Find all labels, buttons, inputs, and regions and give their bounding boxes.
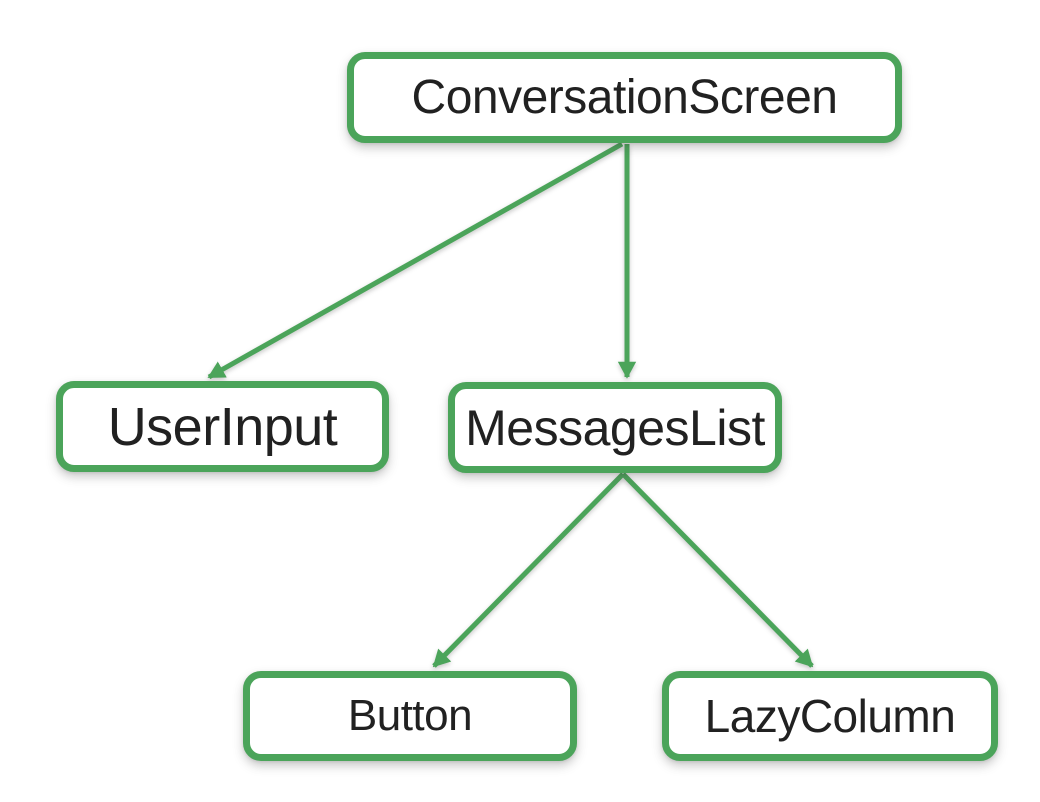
edge-messageslist-lazycolumn [621, 472, 814, 668]
node-lazy-column: LazyColumn [662, 671, 998, 761]
edge-conversationscreen-userinput [207, 141, 624, 380]
node-label: LazyColumn [704, 690, 956, 742]
node-label: ConversationScreen [411, 71, 838, 124]
edge-messageslist-button [432, 472, 625, 668]
node-label: MessagesList [465, 399, 765, 456]
node-messages-list: MessagesList [448, 382, 782, 473]
node-conversation-screen: ConversationScreen [347, 52, 902, 143]
node-label: Button [347, 691, 473, 740]
node-button: Button [243, 671, 577, 761]
node-user-input: UserInput [56, 381, 389, 472]
node-label: UserInput [107, 396, 338, 457]
